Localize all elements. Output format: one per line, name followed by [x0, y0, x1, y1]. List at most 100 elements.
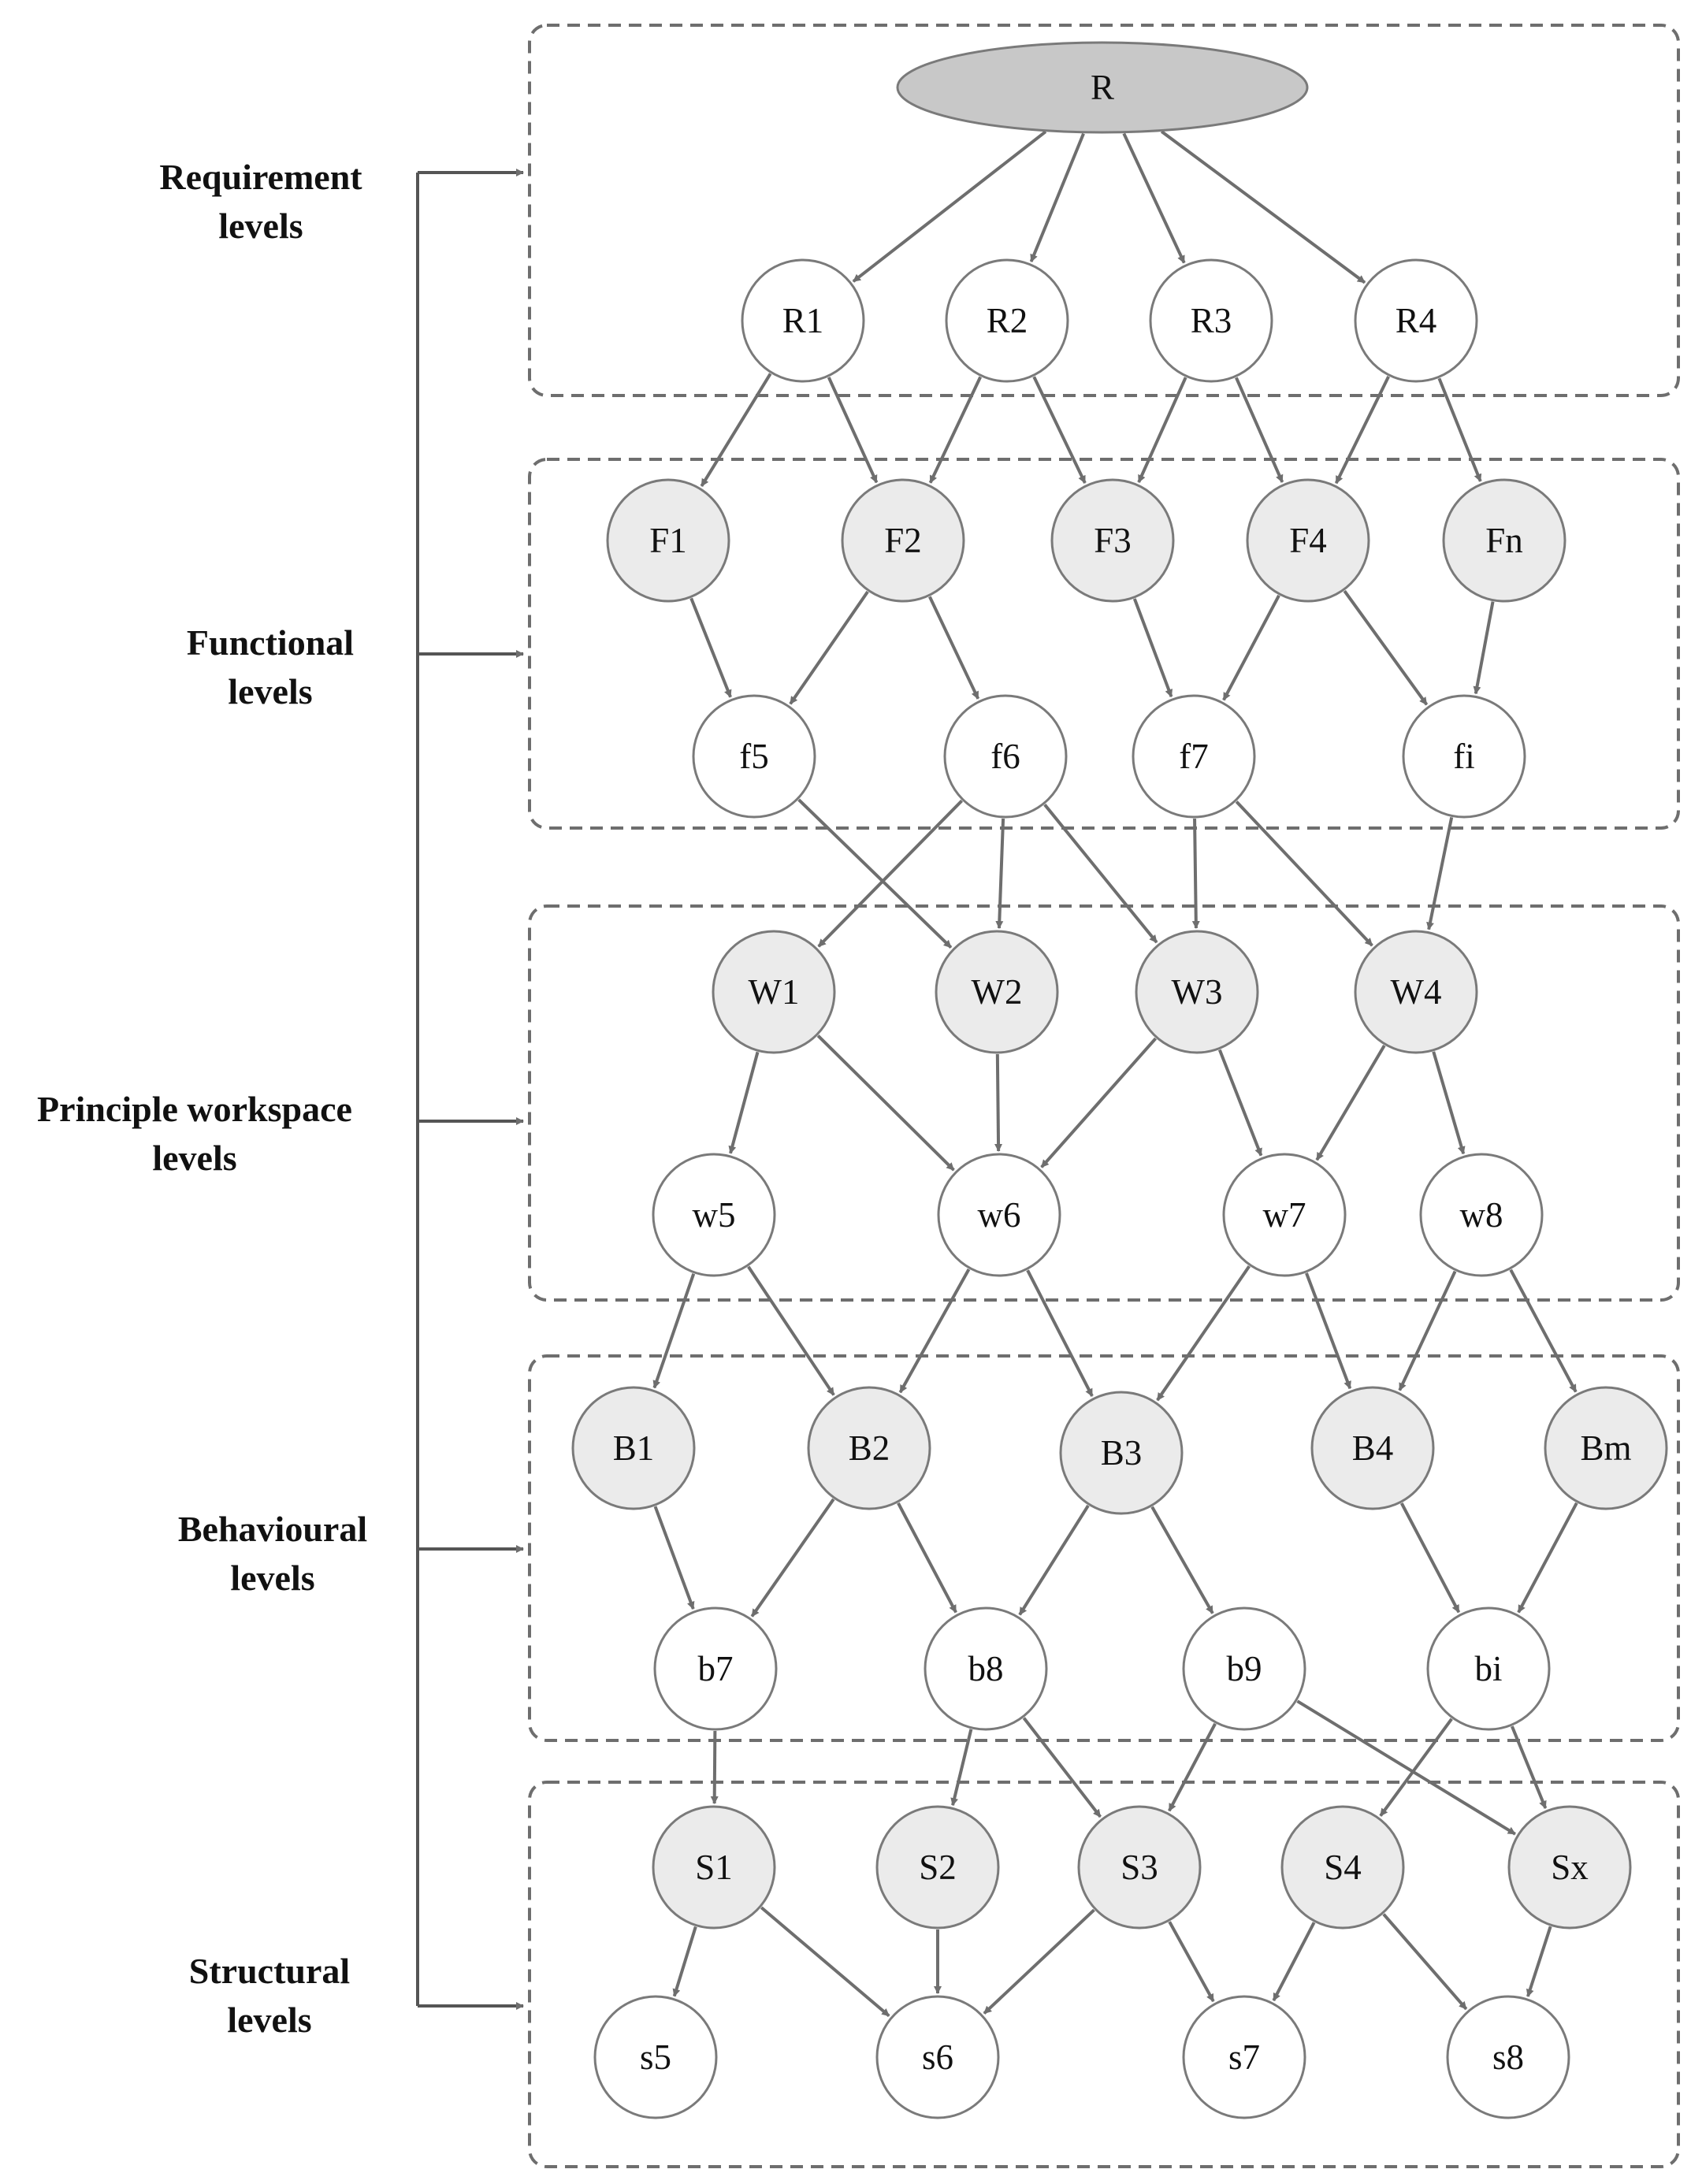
node-shape-w5: [652, 1153, 776, 1277]
node-shape-b7: [653, 1606, 778, 1731]
node-shape-S3: [1077, 1805, 1202, 1930]
node-label-F1: F1: [649, 521, 687, 560]
edge-f6-W3: [1043, 804, 1158, 944]
node-F4: F4: [1246, 478, 1370, 603]
edge-bi-Sx: [1511, 1725, 1548, 1809]
node-label-S3: S3: [1121, 1848, 1158, 1887]
level-label-principle-line-2: levels: [152, 1138, 236, 1178]
edge-W1-w6: [816, 1034, 955, 1172]
node-label-B3: B3: [1101, 1433, 1143, 1473]
edge-f5-W2: [797, 798, 953, 949]
node-shape-w8: [1419, 1153, 1544, 1277]
level-label-behavioural-line-1: Behavioural: [178, 1509, 367, 1549]
node-label-f7: f7: [1179, 737, 1209, 776]
edge-R-R3: [1122, 132, 1186, 264]
level-label-functional-line-1: Functional: [187, 622, 354, 663]
node-F3: F3: [1050, 478, 1175, 603]
node-b9: b9: [1182, 1606, 1306, 1731]
node-label-f6: f6: [990, 737, 1020, 776]
level-label-requirement-line-1: Requirement: [159, 157, 362, 197]
node-W4: W4: [1354, 930, 1478, 1054]
edge-B2-b8: [897, 1502, 957, 1614]
edge-R4-F4: [1334, 376, 1390, 485]
edge-fi-W4: [1426, 817, 1454, 930]
node-S1: S1: [652, 1805, 776, 1930]
edge-B4-bi: [1399, 1502, 1461, 1614]
node-B4: B4: [1310, 1386, 1435, 1510]
node-label-b7: b7: [698, 1649, 734, 1688]
node-shape-f5: [692, 694, 816, 819]
edge-R3-F3: [1137, 377, 1187, 483]
node-shape-R1: [741, 258, 865, 383]
edge-b8-S3: [1022, 1717, 1102, 1818]
node-shape-B2: [807, 1386, 931, 1510]
node-R2: R2: [945, 258, 1069, 383]
node-label-S1: S1: [695, 1848, 733, 1887]
node-label-W2: W2: [972, 972, 1023, 1012]
edge-Bm-bi: [1517, 1502, 1578, 1614]
node-shape-w6: [937, 1153, 1061, 1277]
node-R1: R1: [741, 258, 865, 383]
node-label-R3: R3: [1191, 301, 1232, 340]
node-label-fi: fi: [1453, 737, 1475, 776]
edge-B3-b9: [1150, 1506, 1214, 1614]
node-b7: b7: [653, 1606, 778, 1731]
edge-S1-s5: [672, 1926, 697, 1997]
edge-Fn-fi: [1473, 601, 1495, 695]
node-S2: S2: [875, 1805, 1000, 1930]
level-box-behavioural: [528, 1354, 1680, 1742]
node-S4: S4: [1280, 1805, 1405, 1930]
node-Fn: Fn: [1442, 478, 1566, 603]
node-shape-S2: [875, 1805, 1000, 1930]
node-shape-W2: [935, 930, 1059, 1054]
level-label-principle-line-1: Principle workspace: [37, 1089, 352, 1129]
edge-b9-Sx: [1296, 1699, 1516, 1836]
node-b8: b8: [924, 1606, 1048, 1731]
node-shape-S1: [652, 1805, 776, 1930]
node-shape-W1: [712, 930, 836, 1054]
edge-w8-B4: [1398, 1270, 1457, 1391]
node-shape-R2: [945, 258, 1069, 383]
node-shape-f6: [943, 694, 1068, 819]
node-label-F2: F2: [884, 521, 922, 560]
level-box-requirement: [528, 24, 1680, 397]
node-label-Bm: Bm: [1580, 1428, 1631, 1468]
node-shape-B1: [571, 1386, 696, 1510]
node-label-F4: F4: [1289, 521, 1327, 560]
node-label-R4: R4: [1396, 301, 1437, 340]
node-label-bi: bi: [1474, 1649, 1502, 1688]
node-shape-s6: [875, 1995, 1000, 2119]
node-Bm: Bm: [1544, 1386, 1668, 1510]
node-fi: fi: [1402, 694, 1526, 819]
edge-f7-W3: [1191, 818, 1200, 930]
node-label-s5: s5: [640, 2037, 671, 2077]
edges: [652, 130, 1578, 2018]
node-w7: w7: [1222, 1153, 1347, 1277]
edge-F4-fi: [1343, 589, 1429, 706]
edge-w5-B1: [652, 1273, 696, 1389]
edge-w6-B3: [1026, 1269, 1094, 1397]
edge-F1-f5: [689, 597, 732, 698]
edge-R2-F3: [1032, 376, 1087, 484]
node-bi: bi: [1426, 1606, 1551, 1731]
node-shape-b8: [924, 1606, 1048, 1731]
node-shape-B4: [1310, 1386, 1435, 1510]
edge-B3-b8: [1018, 1504, 1090, 1616]
level-boxes: [528, 24, 1680, 2168]
edge-W4-w7: [1315, 1045, 1386, 1161]
node-shape-S4: [1280, 1805, 1405, 1930]
node-shape-W3: [1135, 930, 1259, 1054]
node-W1: W1: [712, 930, 836, 1054]
node-w5: w5: [652, 1153, 776, 1277]
node-w6: w6: [937, 1153, 1061, 1277]
edge-Sx-s8: [1526, 1926, 1552, 1997]
node-label-w5: w5: [693, 1195, 736, 1235]
node-B1: B1: [571, 1386, 696, 1510]
edge-F2-f5: [789, 590, 869, 705]
node-label-B1: B1: [613, 1428, 655, 1468]
edge-S1-s6: [760, 1906, 890, 2018]
edge-S4-s7: [1272, 1922, 1316, 2002]
